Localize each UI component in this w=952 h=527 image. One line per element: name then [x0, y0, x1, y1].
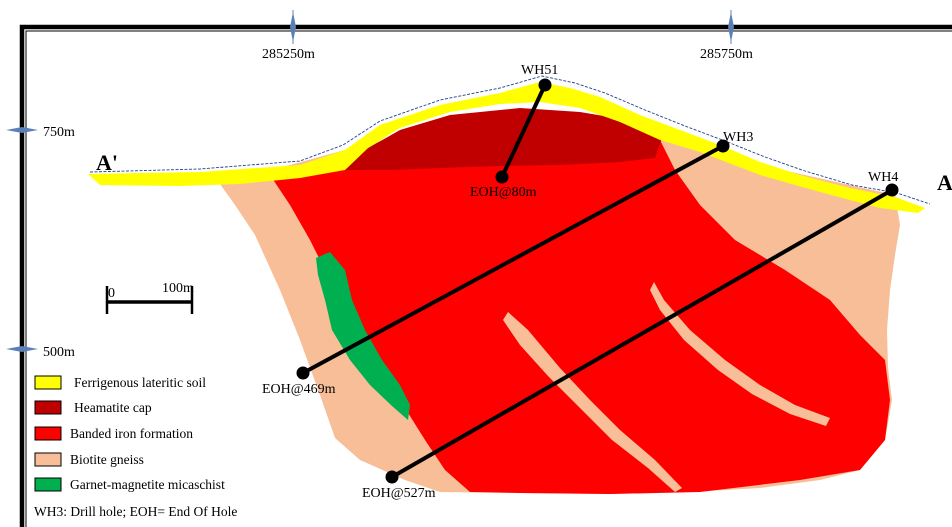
- legend-swatch-bif: [34, 426, 62, 441]
- drill-hole-name-wh51: WH51: [521, 63, 558, 78]
- gneiss-stringer-2: [650, 282, 830, 426]
- legend-label-soil: Ferrigenous lateritic soil: [74, 375, 206, 390]
- elevation-label-1: 750m: [43, 125, 75, 140]
- drill-hole-wh51: [495, 78, 552, 184]
- drill-hole-wh4: [385, 183, 899, 484]
- legend: Ferrigenous lateritic soil Heamatite cap…: [34, 375, 237, 519]
- collar-marker: [885, 183, 899, 197]
- legend-swatch-soil: [34, 375, 62, 390]
- collar-marker: [716, 139, 730, 153]
- drill-hole-name-wh3: WH3: [723, 130, 753, 145]
- legend-label-micaschist: Garnet-magnetite micaschist: [70, 477, 225, 492]
- eoh-label-wh4: EOH@527m: [362, 486, 436, 501]
- elevation-label-2: 500m: [43, 345, 75, 360]
- section-start-label: A': [96, 150, 118, 175]
- elevation-tick-2: [6, 346, 38, 352]
- legend-label-heamatite: Heamatite cap: [74, 400, 152, 415]
- legend-note: WH3: Drill hole; EOH= End Of Hole: [34, 504, 237, 519]
- banded-iron-formation-unit: [270, 140, 890, 494]
- eoh-label-wh51: EOH@80m: [470, 185, 537, 200]
- scale-bar-end: 100m: [162, 281, 194, 296]
- eoh-marker: [385, 470, 399, 484]
- drill-hole-wh3: [296, 139, 730, 380]
- easting-tick-2: [728, 10, 734, 44]
- scale-bar: [105, 286, 194, 314]
- easting-label-2: 285750m: [700, 47, 753, 62]
- drill-trace: [500, 84, 547, 178]
- map-frame: [19, 24, 952, 527]
- easting-label-1: 285250m: [262, 47, 315, 62]
- drill-trace: [302, 144, 724, 375]
- elevation-tick-1: [6, 127, 38, 133]
- eoh-marker: [495, 170, 509, 184]
- legend-label-gneiss: Biotite gneiss: [70, 452, 144, 467]
- eoh-marker: [296, 366, 310, 380]
- legend-label-bif: Banded iron formation: [70, 426, 193, 441]
- gneiss-stringer-1: [503, 312, 682, 492]
- legend-swatch-micaschist: [34, 477, 62, 492]
- drill-trace: [391, 188, 893, 479]
- section-end-label: A: [937, 170, 952, 195]
- heamatite-cap-unit: [345, 108, 662, 170]
- topography-line: [89, 75, 931, 205]
- eoh-label-wh3: EOH@469m: [262, 382, 336, 397]
- legend-swatch-gneiss: [34, 452, 62, 467]
- legend-swatch-heamatite: [34, 400, 62, 415]
- drill-hole-name-wh4: WH4: [868, 170, 898, 185]
- scale-bar-zero: 0: [108, 286, 115, 301]
- garnet-magnetite-micaschist-unit: [316, 252, 410, 420]
- collar-marker: [538, 78, 552, 92]
- easting-tick-1: [290, 10, 296, 44]
